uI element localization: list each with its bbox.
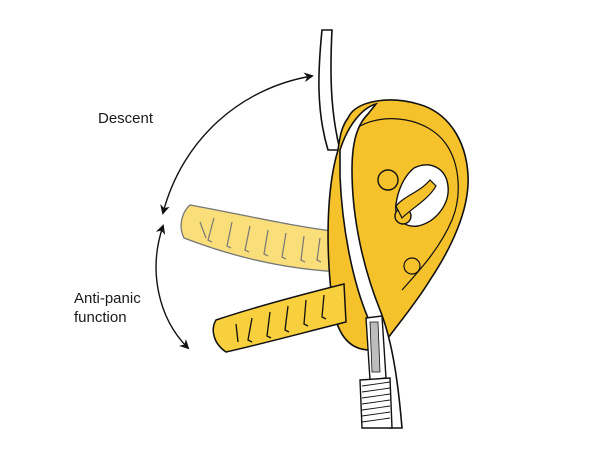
- handle-anti-panic-position: [212, 283, 347, 353]
- rope-through-device: [339, 102, 403, 429]
- anti-panic-label: Anti-panic function: [74, 289, 141, 327]
- descent-arrow: [160, 72, 314, 215]
- rope-upper: [318, 29, 342, 151]
- anti-panic-label-line2: function: [74, 309, 127, 326]
- anti-panic-arrow: [155, 224, 190, 350]
- descent-label: Descent: [98, 110, 154, 127]
- lower-rope: [359, 377, 393, 429]
- anti-panic-label-line1: Anti-panic: [74, 290, 141, 307]
- handle-descent-position: [180, 204, 345, 273]
- carabiner: [365, 315, 387, 381]
